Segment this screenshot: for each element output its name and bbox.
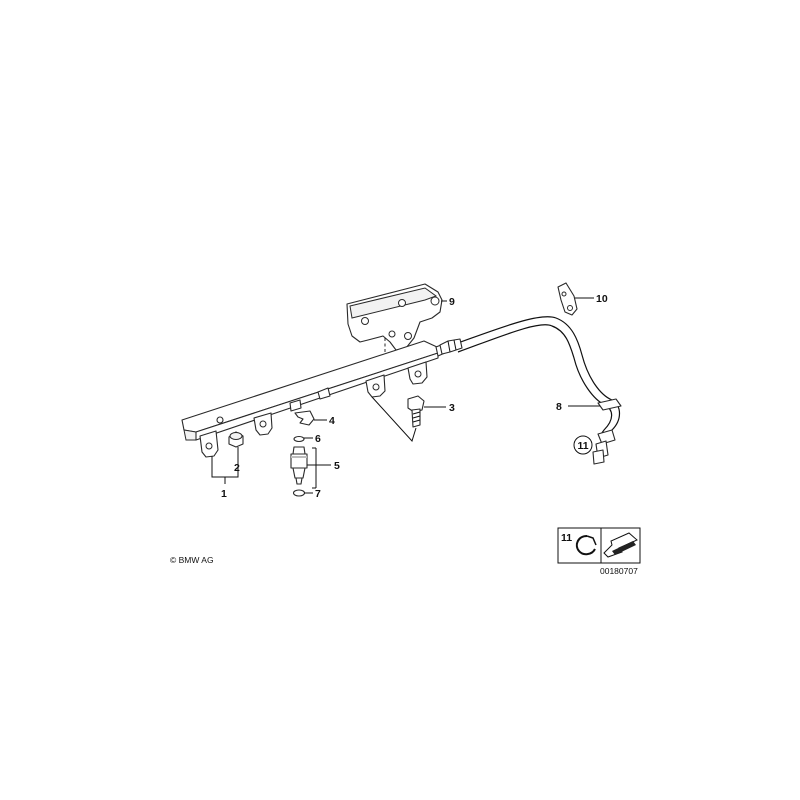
callout-7: 7 xyxy=(315,488,321,500)
bolt-part-3[interactable] xyxy=(407,395,425,428)
o-ring-part-6[interactable] xyxy=(293,435,305,443)
fuel-line-part-8[interactable] xyxy=(439,316,622,465)
legend-box: 11 xyxy=(557,527,641,564)
bracket-part-9[interactable] xyxy=(346,283,443,351)
callout-9: 9 xyxy=(449,296,455,308)
direction-arrow-icon xyxy=(603,532,638,558)
callout-10: 10 xyxy=(596,293,608,305)
bracket-hole xyxy=(404,332,412,340)
callout-1: 1 xyxy=(221,488,227,500)
image-code: 00180707 xyxy=(600,566,638,576)
injector-part-5[interactable] xyxy=(290,446,308,485)
bracket-hole xyxy=(398,299,406,307)
callout-8: 8 xyxy=(556,401,562,413)
bracket-hole xyxy=(361,317,369,325)
legend-label: 11 xyxy=(561,532,572,544)
hose-clamp-icon xyxy=(575,535,597,556)
svg-text:11: 11 xyxy=(577,440,588,452)
injector-cup xyxy=(199,430,219,458)
bracket-hole xyxy=(430,296,440,306)
fuel-rail-part-1[interactable] xyxy=(181,340,448,458)
callout-11-circled: 11 xyxy=(573,435,593,455)
injector-cup xyxy=(253,412,273,436)
clip-part-4[interactable] xyxy=(294,410,315,426)
callout-6: 6 xyxy=(315,433,321,445)
callout-2: 2 xyxy=(234,462,240,474)
callout-3: 3 xyxy=(449,402,455,414)
injector-cup xyxy=(365,374,386,398)
bracket-hole xyxy=(388,330,396,338)
callout-5: 5 xyxy=(334,460,340,472)
bracket-part-10[interactable] xyxy=(557,282,578,316)
injector-cup xyxy=(407,361,428,385)
cap-part-2[interactable] xyxy=(228,431,244,448)
seal-ring-part-7[interactable] xyxy=(292,489,306,497)
copyright: © BMW AG xyxy=(170,555,214,565)
callout-4: 4 xyxy=(329,415,335,427)
